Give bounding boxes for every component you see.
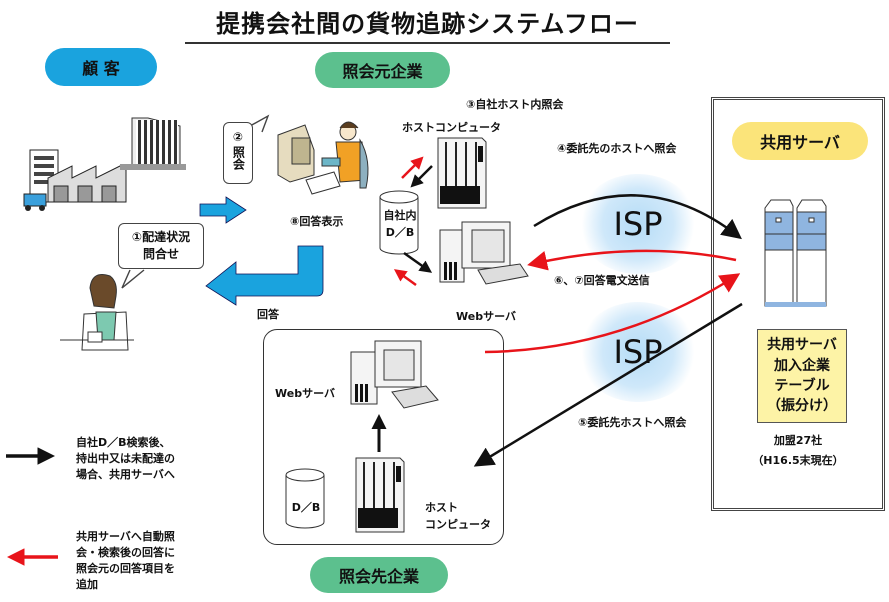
- step2-number: ②: [232, 130, 244, 144]
- step4-label: ④委託先のホストへ照会: [557, 142, 677, 155]
- inquirer-company-label: 照会元企業: [315, 52, 450, 88]
- web-server-label-top: Webサーバ: [456, 310, 516, 323]
- own-database-icon: [379, 190, 419, 255]
- host-computer-icon-top: [437, 137, 487, 209]
- isp-label-top: ISP: [613, 205, 663, 243]
- step2-text: 照会: [231, 145, 246, 170]
- factory-building-icon: [23, 149, 127, 211]
- web-server-icon-bottom: [350, 340, 439, 409]
- customer-label: 顧 客: [45, 48, 157, 86]
- step67-label: ⑥、⑦回答電文送信: [554, 274, 650, 287]
- web-server-icon-top: [439, 221, 529, 285]
- step1-inquiry-bubble: ①配達状況 問合せ: [118, 223, 204, 269]
- own-db-label: 自社内 D／B: [380, 208, 420, 241]
- red-arrow-db-to-host: [401, 156, 424, 179]
- table-line-4: （振分け）: [767, 398, 837, 415]
- operator-workstation-icon: [277, 121, 369, 195]
- member-company-table: 共用サーバ 加入企業 テーブル （振分け）: [757, 329, 847, 423]
- legend-red-line4: 追加: [76, 577, 98, 591]
- answer-flow-arrow: [205, 245, 324, 306]
- own-db-label-line1: 自社内: [383, 209, 417, 222]
- legend-black-line3: 場合、共用サーバへ: [76, 467, 175, 481]
- legend-black-line2: 持出中又は未配達の: [76, 451, 175, 465]
- black-arrow-host-to-db: [410, 165, 433, 188]
- host-computer-label-bottom: ホスト コンピュータ: [425, 500, 491, 533]
- isp-label-bottom: ISP: [613, 333, 663, 371]
- reply-arrow-to-web-server: [527, 249, 737, 271]
- office-tower-icon: [120, 117, 186, 170]
- table-line-2: 加入企業: [774, 357, 830, 374]
- black-arrow-db-to-web: [403, 251, 433, 273]
- inquiry-flow-arrow: [199, 196, 247, 224]
- own-db-label-line2: D／B: [385, 225, 415, 239]
- shared-server-label: 共用サーバ: [732, 122, 868, 160]
- step2-inquiry-bubble: ② 照会: [223, 122, 253, 184]
- answer-label: 回答: [257, 308, 279, 321]
- host-label-line2: コンピュータ: [425, 517, 491, 531]
- query-arrow-to-inquiree: [473, 302, 743, 467]
- step3-label: ③自社ホスト内照会: [466, 98, 564, 111]
- legend-red-description: 共用サーバへ自動照 会・検索後の回答に 照会元の回答項目を 追加: [76, 529, 175, 593]
- step1-line1: ①配達状況: [131, 230, 191, 244]
- legend-black-line1: 自社D／B検索後、: [76, 436, 171, 449]
- diagram-title: 提携会社間の貨物追跡システムフロー: [185, 4, 670, 44]
- step5-label: ⑤委託先ホストへ照会: [578, 416, 687, 429]
- member-count: 加盟27社: [773, 434, 823, 447]
- host-label-line1: ホスト: [425, 501, 458, 514]
- isp-cloud-top: ISP: [578, 174, 698, 274]
- legend-red-line3: 照会元の回答項目を: [76, 561, 175, 575]
- web-server-label-bottom: Webサーバ: [275, 387, 335, 400]
- shared-server-icon: [764, 199, 827, 307]
- legend-black-description: 自社D／B検索後、 持出中又は未配達の 場合、共用サーバへ: [76, 435, 175, 483]
- isp-cloud-bottom: ISP: [578, 302, 698, 402]
- legend-red-line1: 共用サーバへ自動照: [76, 530, 175, 543]
- query-arrow-to-shared-server: [533, 194, 742, 240]
- table-line-3: テーブル: [774, 378, 830, 394]
- red-arrow-web-to-db: [393, 269, 417, 287]
- inquiree-db-label: D／B: [291, 501, 321, 514]
- reply-arrow-from-inquiree: [484, 273, 741, 354]
- inquiree-company-label: 照会先企業: [310, 557, 448, 593]
- table-line-1: 共用サーバ: [767, 337, 837, 354]
- member-count-date: （H16.5末現在）: [752, 454, 844, 467]
- legend-red-line2: 会・検索後の回答に: [76, 545, 175, 559]
- host-computer-label-top: ホストコンピュータ: [402, 121, 501, 134]
- host-computer-icon-bottom: [355, 457, 405, 533]
- step8-label: ⑧回答表示: [290, 215, 344, 228]
- customer-person-icon: [60, 274, 134, 351]
- inquiree-database-icon: [285, 468, 325, 529]
- step1-line2: 問合せ: [142, 246, 179, 261]
